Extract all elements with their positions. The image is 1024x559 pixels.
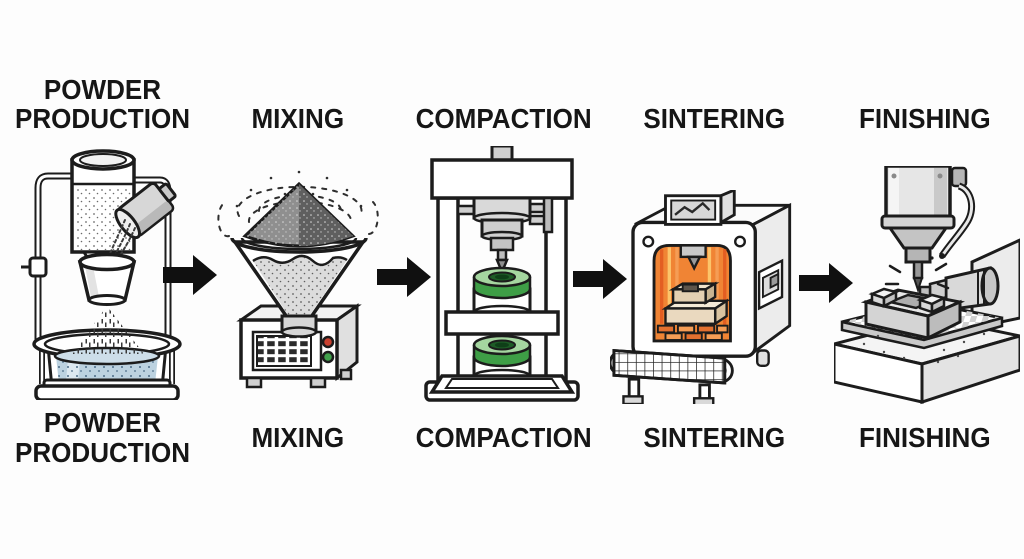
stage-title-compaction: COMPACTION [415,103,593,135]
stage-mixing: MIXING [205,0,390,559]
stage-finishing: FINISHING [826,0,1024,559]
powder-production-illustration [21,149,182,400]
indicator-red [321,335,335,349]
flow-arrow-4 [799,263,853,303]
indicator-green [321,350,335,364]
upper-ram [456,196,554,276]
stage-title-finishing: FINISHING [859,103,991,135]
stage-caption-powder-production: POWDER PRODUCTION [14,407,191,468]
stage-powder-production: POWDER PRODUCTION [0,0,205,559]
drill-tip [912,277,924,294]
die-with-green-ring-upper [444,266,560,350]
glowing-rack [656,324,729,341]
stage-caption-sintering: SINTERING [643,422,785,454]
side-control-panel [757,258,784,311]
stage-sintering: SINTERING [600,0,828,559]
chips-specks [862,332,986,364]
stage-caption-compaction: COMPACTION [415,422,593,454]
flow-arrow-1 [163,255,217,295]
stage-caption-mixing: MIXING [251,422,344,454]
cone-blender [230,181,368,338]
vibration-dots [235,170,363,208]
stage-compaction: COMPACTION [408,0,600,559]
mesh-conveyor [610,348,734,404]
funnel-cup [77,252,137,306]
flow-arrow-3 [573,259,627,299]
sintering-illustration [610,190,792,404]
die-with-green-ring-lower [428,334,576,394]
stage-title-sintering: SINTERING [643,103,785,135]
falling-powder-spray [72,306,144,354]
stage-title-powder-production: POWDER PRODUCTION [14,73,191,135]
stage-caption-finishing: FINISHING [859,422,991,454]
milling-spindle [880,166,956,294]
flow-arrow-2 [377,257,431,297]
sparks [884,262,950,290]
stage-title-mixing: MIXING [251,103,344,135]
temperature-display [664,190,736,226]
pouring-cup [114,181,177,240]
spindle-cable [939,166,976,259]
finishing-illustration [834,166,1020,405]
compaction-illustration [424,146,580,402]
mixing-illustration [217,170,379,389]
sintered-part [661,281,731,326]
upper-punch-tip [495,258,509,276]
machined-workpiece [860,287,966,341]
